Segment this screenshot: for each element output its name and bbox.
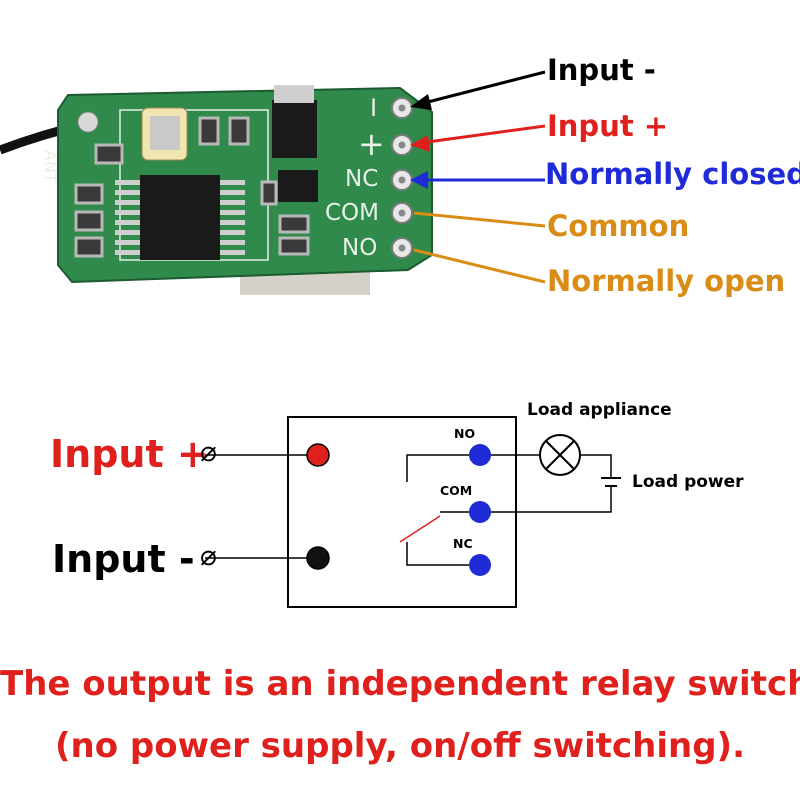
arrow-input-minus xyxy=(419,70,546,106)
antenna-pad xyxy=(77,111,99,133)
schematic-input-minus: Input - xyxy=(52,537,195,581)
terminal-input-minus xyxy=(306,546,330,570)
note-line-2: (no power supply, on/off switching). xyxy=(54,726,746,766)
terminal-no xyxy=(469,444,491,466)
contact-switch-arm xyxy=(399,515,441,543)
callout-common: Common xyxy=(547,209,690,243)
schematic-input-plus: Input + xyxy=(50,432,209,476)
pin-label-input-minus: I xyxy=(370,94,378,122)
regulator-chip xyxy=(272,100,317,158)
note-line-1: The output is an independent relay switc… xyxy=(0,664,800,704)
wire-power-com xyxy=(491,486,612,513)
wiring-schematic xyxy=(205,416,621,608)
schematic-pin-no: NO xyxy=(454,426,476,441)
arrow-input-plus xyxy=(419,124,546,145)
pin-label-input-plus: + xyxy=(358,125,385,163)
load-power-label: Load power xyxy=(632,472,744,492)
main-chip-pins xyxy=(115,180,245,255)
transistor-chip xyxy=(278,170,318,202)
terminal-symbol-minus: ⌀ xyxy=(200,539,217,572)
schematic-pin-nc: NC xyxy=(453,536,473,551)
pin-label-no: NO xyxy=(342,235,378,261)
terminal-input-plus xyxy=(306,443,330,467)
main-chip xyxy=(140,175,220,260)
arrow-normally-open xyxy=(413,248,546,284)
relay-board-graphic xyxy=(0,70,546,295)
contact-nc xyxy=(406,542,469,566)
terminal-com xyxy=(469,501,491,523)
callout-input-plus: Input + xyxy=(547,109,669,143)
terminal-symbol-plus: ⌀ xyxy=(200,435,217,468)
wire-load-power xyxy=(580,454,612,478)
load-appliance-label: Load appliance xyxy=(527,400,672,420)
pin-label-com: COM xyxy=(325,200,380,226)
callout-normally-closed: Normally closed xyxy=(545,157,800,191)
callout-normally-open: Normally open xyxy=(547,264,786,298)
ant-label: ANT xyxy=(41,150,60,183)
callout-input-minus: Input - xyxy=(547,53,656,87)
arrow-common xyxy=(413,211,546,228)
contact-no xyxy=(406,454,469,482)
pin-label-nc: NC xyxy=(345,166,379,192)
schematic-pin-com: COM xyxy=(440,483,473,498)
terminal-nc xyxy=(469,554,491,576)
smd-components xyxy=(74,116,310,258)
